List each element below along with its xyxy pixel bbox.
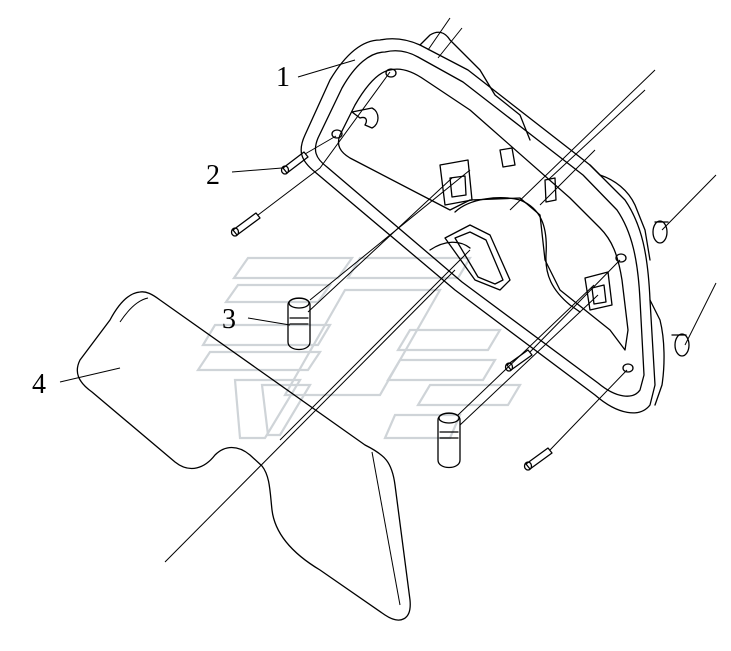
- part-1-bezel-frame: [300, 17, 717, 414]
- part-4-lens-cover: [76, 69, 656, 621]
- callout-label-3: 3: [222, 304, 236, 335]
- leader-line-1: [297, 59, 356, 78]
- callout-label-1: 1: [276, 62, 290, 93]
- bulb-socket: [287, 297, 311, 351]
- leader-line-4: [59, 367, 121, 383]
- screw: [280, 151, 309, 175]
- part-3-bulb-sockets: [287, 169, 599, 469]
- screw: [523, 447, 553, 471]
- part-2-screws: [230, 71, 628, 471]
- callout-label-2: 2: [206, 160, 220, 191]
- leader-line-2: [231, 167, 283, 173]
- callout-label-4: 4: [32, 369, 46, 400]
- bulb-socket: [437, 412, 461, 469]
- screw: [230, 212, 261, 237]
- watermark-logo: [195, 256, 522, 440]
- leader-line-3: [247, 317, 291, 326]
